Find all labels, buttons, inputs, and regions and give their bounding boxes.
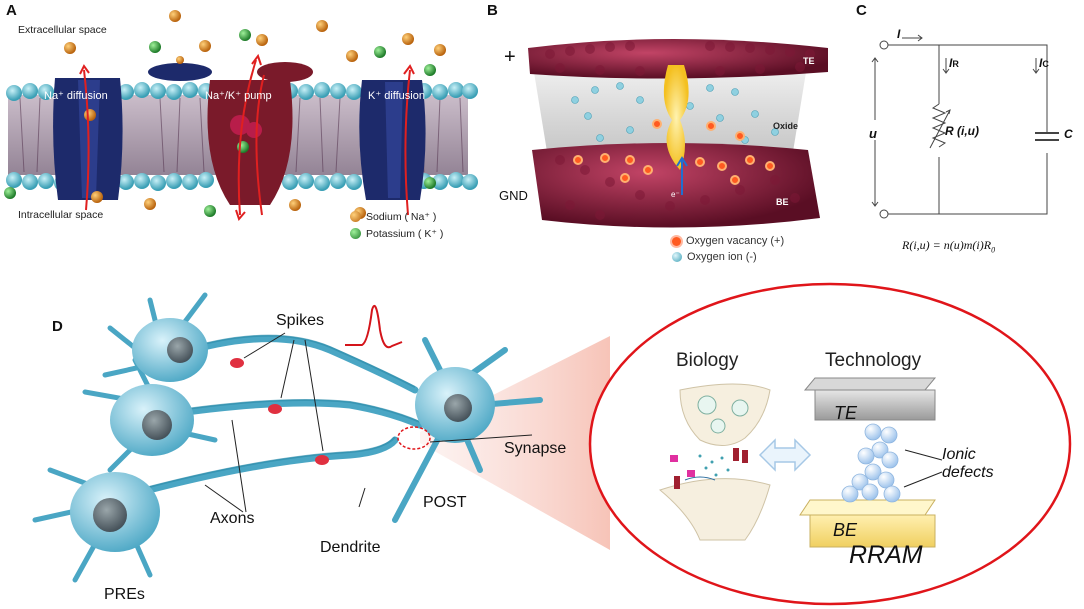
legend-potassium: Potassium ( K⁺ ) (350, 225, 480, 242)
post-neuron-label: POST (423, 494, 467, 511)
legend-ion: Oxygen ion (-) (672, 249, 852, 265)
technology-label: Technology (825, 350, 922, 371)
electron-label: e⁻ (671, 190, 680, 199)
current-ir-sub: R (952, 59, 959, 69)
pump-label: Na⁺/K⁺ pump (205, 90, 272, 102)
current-ic-main: I (1039, 56, 1043, 70)
ion-dot-icon (672, 252, 682, 262)
current-ic-sub: C (1042, 59, 1049, 69)
current-ir-main: I (949, 56, 953, 70)
panel-label-a: A (6, 2, 17, 19)
rram-bottom-electrode-label: BE (833, 520, 858, 540)
biology-label: Biology (676, 350, 739, 371)
plus-terminal-label: + (504, 46, 516, 68)
top-electrode-label: TE (803, 56, 815, 66)
spikes-label: Spikes (276, 312, 325, 329)
ionic-word: Ionic (942, 446, 976, 463)
panel-label-c: C (856, 2, 867, 19)
dendrite-label: Dendrite (320, 539, 381, 556)
panel-b-rram-illustration (490, 20, 850, 260)
gnd-terminal-label: GND (499, 188, 528, 203)
potassium-dot-icon (350, 228, 361, 239)
legend-vacancy-label: Oxygen vacancy (+) (686, 235, 785, 247)
legend-potassium-label: Potassium ( K⁺ ) (366, 227, 444, 240)
resistor-label: R (i,u) (945, 124, 979, 138)
panel-label-b: B (487, 2, 498, 19)
panel-d-neural-network-illustration (0, 280, 1084, 609)
rram-top-electrode-label: TE (834, 403, 858, 423)
legend-ion-label: Oxygen ion (-) (687, 251, 757, 263)
vacancy-dot-icon (672, 236, 681, 246)
oxide-label: Oxide (773, 121, 799, 131)
k-diffusion-label: K⁺ diffusion (368, 90, 425, 102)
defects-word: defects (942, 464, 994, 481)
capacitor-label: C (1064, 127, 1073, 141)
sodium-dot-icon (350, 211, 361, 222)
ionic-defects-label: Ionic defects (942, 446, 994, 482)
pres-neurons-label: PREs (104, 586, 145, 603)
formula-sub: 0 (991, 245, 996, 255)
panel-a-legend: Sodium ( Na⁺ ) Potassium ( K⁺ ) (350, 208, 480, 242)
formula-main: R(i,u) = n(u)m(i)R (902, 238, 992, 252)
bottom-electrode-label: BE (776, 197, 789, 207)
current-ic-label: IC (1039, 56, 1049, 70)
na-diffusion-label: Na⁺ diffusion (44, 90, 108, 102)
voltage-u-label: u (869, 126, 877, 141)
intracellular-space-label: Intracellular space (18, 209, 104, 221)
resistance-formula: R(i,u) = n(u)m(i)R0 (902, 238, 995, 254)
rram-label: RRAM (849, 541, 923, 569)
current-ir-label: IR (949, 56, 959, 70)
panel-c-circuit-diagram (860, 30, 1080, 230)
legend-vacancy: Oxygen vacancy (+) (672, 233, 852, 249)
extracellular-space-label: Extracellular space (18, 24, 107, 36)
panel-label-d: D (52, 318, 63, 335)
panel-b-legend: Oxygen vacancy (+) Oxygen ion (-) (672, 233, 852, 265)
synapse-label: Synapse (504, 440, 567, 457)
axons-label: Axons (210, 510, 255, 527)
legend-sodium-label: Sodium ( Na⁺ ) (366, 210, 437, 223)
legend-sodium: Sodium ( Na⁺ ) (350, 208, 480, 225)
current-i-label: I (897, 27, 901, 41)
panel-a-membrane-illustration (0, 0, 480, 260)
